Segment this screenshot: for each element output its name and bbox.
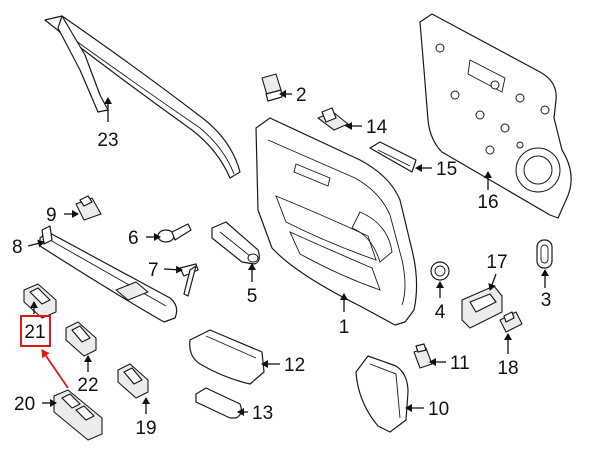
callout-2: 2: [296, 85, 307, 106]
part-11-clip: [413, 343, 433, 369]
part-22-switch-bezel: [65, 321, 97, 357]
callout-19: 19: [135, 418, 156, 439]
callout-13: 13: [252, 403, 273, 424]
part-15-strip: [369, 141, 417, 173]
part-12-armrest-pad: [189, 329, 265, 385]
part-2-clip: [261, 73, 283, 102]
callout-5: 5: [247, 286, 258, 307]
callout-12: 12: [284, 355, 305, 376]
leader-7: [163, 265, 183, 274]
callout-22: 22: [77, 375, 98, 396]
part-9-clip: [75, 195, 102, 221]
callout-labels: 23 2 14 15 16 9 8 6 7 5 1 4 3 17 18 11 1…: [12, 85, 551, 439]
callout-18: 18: [497, 358, 518, 379]
callout-14: 14: [366, 117, 388, 138]
callout-7: 7: [148, 260, 159, 281]
highlight-callout-21: [20, 315, 69, 389]
highlight-arrow: [41, 349, 69, 389]
part-19-switch-bezel: [117, 363, 149, 399]
callout-6: 6: [128, 228, 139, 249]
part-16-inner-panel: [419, 13, 572, 219]
part-14-bracket: [317, 107, 349, 131]
part-7-pin-clip: [179, 263, 199, 297]
part-18-clip: [499, 311, 523, 333]
callout-3: 3: [541, 290, 552, 311]
highlight-box: [20, 315, 51, 347]
part-17-switch-housing: [461, 285, 503, 329]
part-23-belt-trim: [44, 15, 241, 179]
part-8-armrest-molding: [39, 225, 178, 323]
callout-8: 8: [12, 237, 23, 258]
leader-8: [27, 239, 45, 248]
callout-16: 16: [477, 192, 498, 213]
part-1-door-trim-panel: [255, 117, 418, 326]
callout-23: 23: [97, 130, 118, 151]
part-3-bezel: [536, 239, 553, 269]
part-10-map-pocket: [355, 355, 409, 433]
callout-9: 9: [46, 205, 57, 226]
callout-17: 17: [486, 252, 507, 273]
leader-lines: [27, 90, 549, 416]
callout-15: 15: [436, 159, 457, 180]
leader-17: [488, 273, 497, 291]
part-13-trim-insert: [195, 387, 242, 419]
callout-20: 20: [14, 394, 35, 415]
callout-4: 4: [435, 302, 446, 323]
callout-11: 11: [450, 353, 470, 374]
part-6-screw: [157, 223, 192, 243]
part-20-master-switch-bezel: [53, 389, 103, 441]
callout-10: 10: [428, 399, 449, 420]
part-4-button: [430, 261, 450, 281]
part-5-inner-handle: [211, 221, 260, 265]
callout-1: 1: [339, 317, 350, 338]
callout-21: 21: [24, 322, 45, 343]
part-21-switch-bezel: [23, 283, 57, 319]
